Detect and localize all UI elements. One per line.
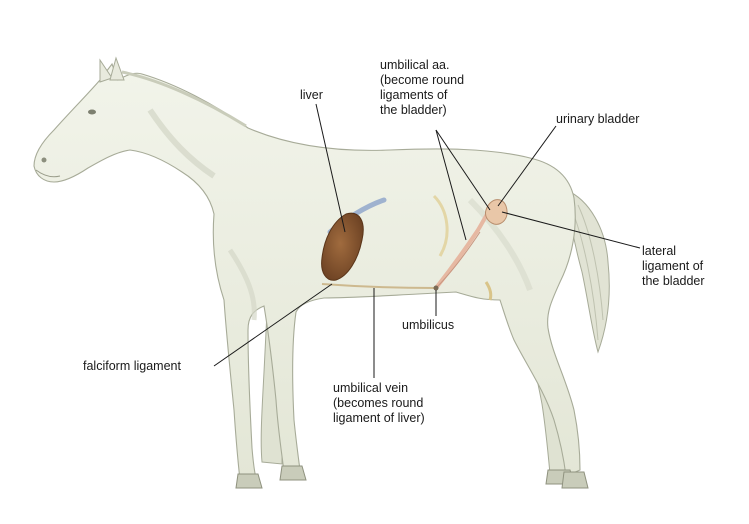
umbilicus-mark — [433, 285, 439, 291]
horse-body — [33, 62, 581, 481]
label-urinary-bladder: urinary bladder — [556, 112, 640, 126]
horse-eye — [88, 109, 96, 115]
leader-umb-aa-2 — [435, 129, 491, 211]
label-umbilical-vein: umbilical vein (becomes round ligament o… — [333, 381, 425, 425]
horse-illustration — [33, 56, 610, 489]
horse-hoof-2 — [279, 465, 307, 481]
label-umbilicus: umbilicus — [402, 318, 455, 332]
label-lateral-ligament: lateral ligament of the bladder — [642, 244, 705, 288]
leader-liver — [315, 103, 346, 233]
leader-lines — [213, 103, 641, 378]
leader-lateral — [501, 211, 641, 249]
horse-tail — [565, 189, 610, 354]
horse-hoof-4 — [561, 471, 589, 489]
label-umbilical-arteries: umbilical aa. (become round ligaments of… — [380, 58, 465, 117]
horse-ear-right — [109, 56, 125, 81]
label-falciform-ligament: falciform ligament — [83, 359, 181, 373]
horse-nostril — [41, 157, 47, 163]
liver-organ — [321, 212, 364, 281]
internal-organs — [321, 194, 508, 301]
horse-ear-left — [99, 58, 113, 83]
label-liver: liver — [300, 88, 323, 102]
leader-umb-aa-1 — [435, 129, 467, 241]
diaphragm-arc — [432, 194, 449, 257]
leader-bladder — [497, 125, 557, 207]
horse-hoof-1 — [235, 473, 263, 489]
bladder-organ — [485, 199, 508, 225]
leader-falciform — [213, 283, 333, 367]
